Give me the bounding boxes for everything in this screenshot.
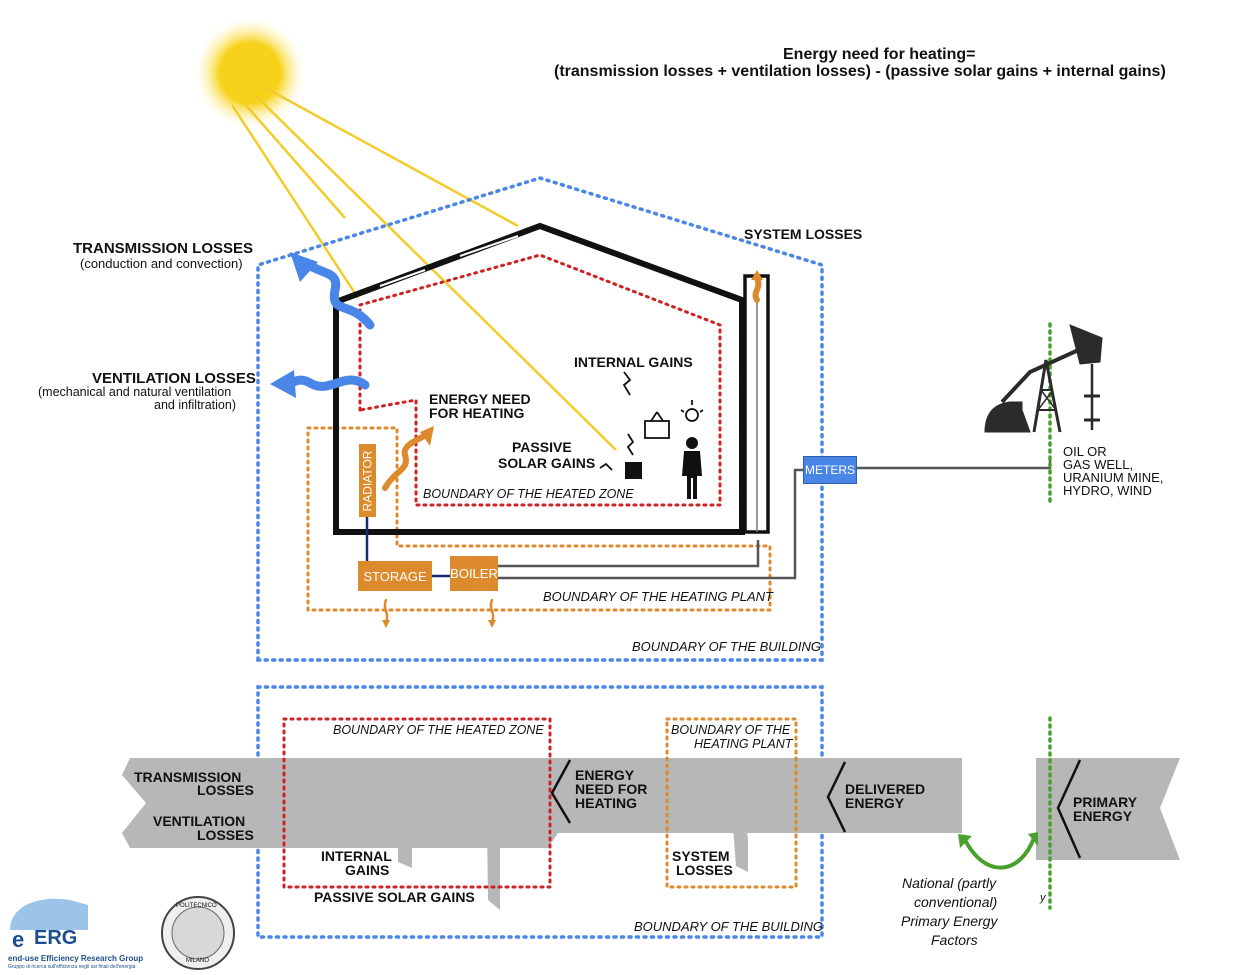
factors-line-4: Factors [931,932,978,948]
system-losses-label: SYSTEM LOSSES [744,226,863,242]
energy-need-label-2: FOR HEATING [429,405,525,421]
heated-zone-label-bottom: BOUNDARY OF THE HEATED ZONE [333,723,544,737]
energy-source-3: URANIUM MINE, [1063,470,1164,485]
radiator-box: RADIATOR [359,444,376,517]
formula-line1: Energy need for heating= [783,46,976,63]
flow-energy-need-1: ENERGY [575,767,635,783]
internal-gains-icons [599,371,704,471]
storage-loss-arrow-head [382,620,390,628]
sun-rays [230,84,617,451]
flow-system-2: LOSSES [676,862,733,878]
heating-plant-label-bottom-2: HEATING PLANT [694,737,793,751]
heating-plant-boundary-top [306,426,772,612]
building-boundary-top [256,176,824,662]
flow-ventilation-2: LOSSES [197,827,254,843]
erg-logo-name: ERG [34,927,78,949]
heated-zone-boundary-bottom [282,717,552,889]
sun-icon [195,18,305,128]
conversion-arrow-head-right [1028,832,1038,846]
erg-logo-icon [10,898,88,930]
flow-internal-1: INTERNAL [321,848,392,864]
formula-line2: (transmission losses + ventilation losse… [554,63,1166,80]
system-loss-arrow-head [751,270,763,280]
boiler-loss-arrow-head [488,620,496,628]
polimi-seal-bottom: MILANO [186,958,210,964]
building-label-top: BOUNDARY OF THE BUILDING [632,639,822,654]
boiler-box: BOILER [450,556,498,591]
person-icon [682,437,702,499]
conversion-arrow [962,837,1036,870]
flow-primary-1: PRIMARY [1073,794,1138,810]
heating-pipes [365,460,1052,580]
flow-delivered-2: ENERGY [845,795,905,811]
energy-source-1: OIL OR [1063,444,1107,459]
erg-logo-line1: end-use Efficiency Research Group [8,954,144,963]
energy-source-4: HYDRO, WIND [1063,483,1152,498]
energy-source-2: GAS WELL, [1063,457,1134,472]
heat-arrows [382,275,762,624]
heated-zone-boundary-top [358,253,722,507]
heating-plant-label-bottom-1: BOUNDARY OF THE [671,723,791,737]
radiator-label: RADIATOR [360,450,375,511]
factors-line-3: Primary Energy [901,913,998,929]
passive-solar-label-1: PASSIVE [512,439,572,455]
ventilation-losses-sub-1: (mechanical and natural ventilation [38,385,232,399]
factors-line-1: National (partly [902,875,997,891]
energy-need-arrow-head [420,426,434,446]
erg-logo-line2: Gruppo di ricerca sull'efficienza negli … [8,964,136,970]
polimi-seal-top: POLITECNICO [176,903,217,909]
y-mark: y [1040,892,1046,904]
ventilation-arrow-head [270,370,296,398]
transmission-losses-label: TRANSMISSION LOSSES [73,240,254,257]
flow-ventilation-1: VENTILATION [153,813,246,829]
flow-energy-need-3: HEATING [575,795,637,811]
passive-solar-label-2: SOLAR GAINS [498,455,596,471]
flow-delivered-1: DELIVERED [845,781,926,797]
solar-absorber-icon [625,462,642,479]
heating-plant-label-top: BOUNDARY OF THE HEATING PLANT [543,589,773,604]
factors-line-2: conventional) [914,894,998,910]
ventilation-losses-sub-2: and infiltration) [154,398,236,412]
flow-energy-need-2: NEED FOR [575,781,648,797]
conversion-arrow-head-left [958,834,972,848]
storage-box: STORAGE [358,561,432,591]
flow-primary-2: ENERGY [1073,808,1133,824]
meters-box: METERS [803,456,857,484]
internal-gains-label: INTERNAL GAINS [574,354,693,370]
heated-zone-label-top: BOUNDARY OF THE HEATED ZONE [423,487,634,501]
erg-logo-letter: e [12,927,25,952]
transmission-losses-sub: (conduction and convection) [80,256,243,271]
building-label-bottom: BOUNDARY OF THE BUILDING [634,919,824,934]
polimi-seal-inner [171,906,225,960]
flow-system-1: SYSTEM [672,848,730,864]
ventilation-losses-label: VENTILATION LOSSES [92,370,256,387]
transmission-arrow-head [290,252,318,282]
flow-chevrons [550,759,1082,859]
oil-pump-icon [984,324,1103,433]
flow-passive: PASSIVE SOLAR GAINS [314,889,475,905]
flow-transmission-2: LOSSES [197,782,254,798]
energy-flow-band [122,758,1180,910]
flow-internal-2: GAINS [345,862,390,878]
energy-need-label-1: ENERGY NEED [429,391,531,407]
flow-transmission-1: TRANSMISSION [134,769,242,785]
heating-plant-boundary-bottom [665,717,798,889]
